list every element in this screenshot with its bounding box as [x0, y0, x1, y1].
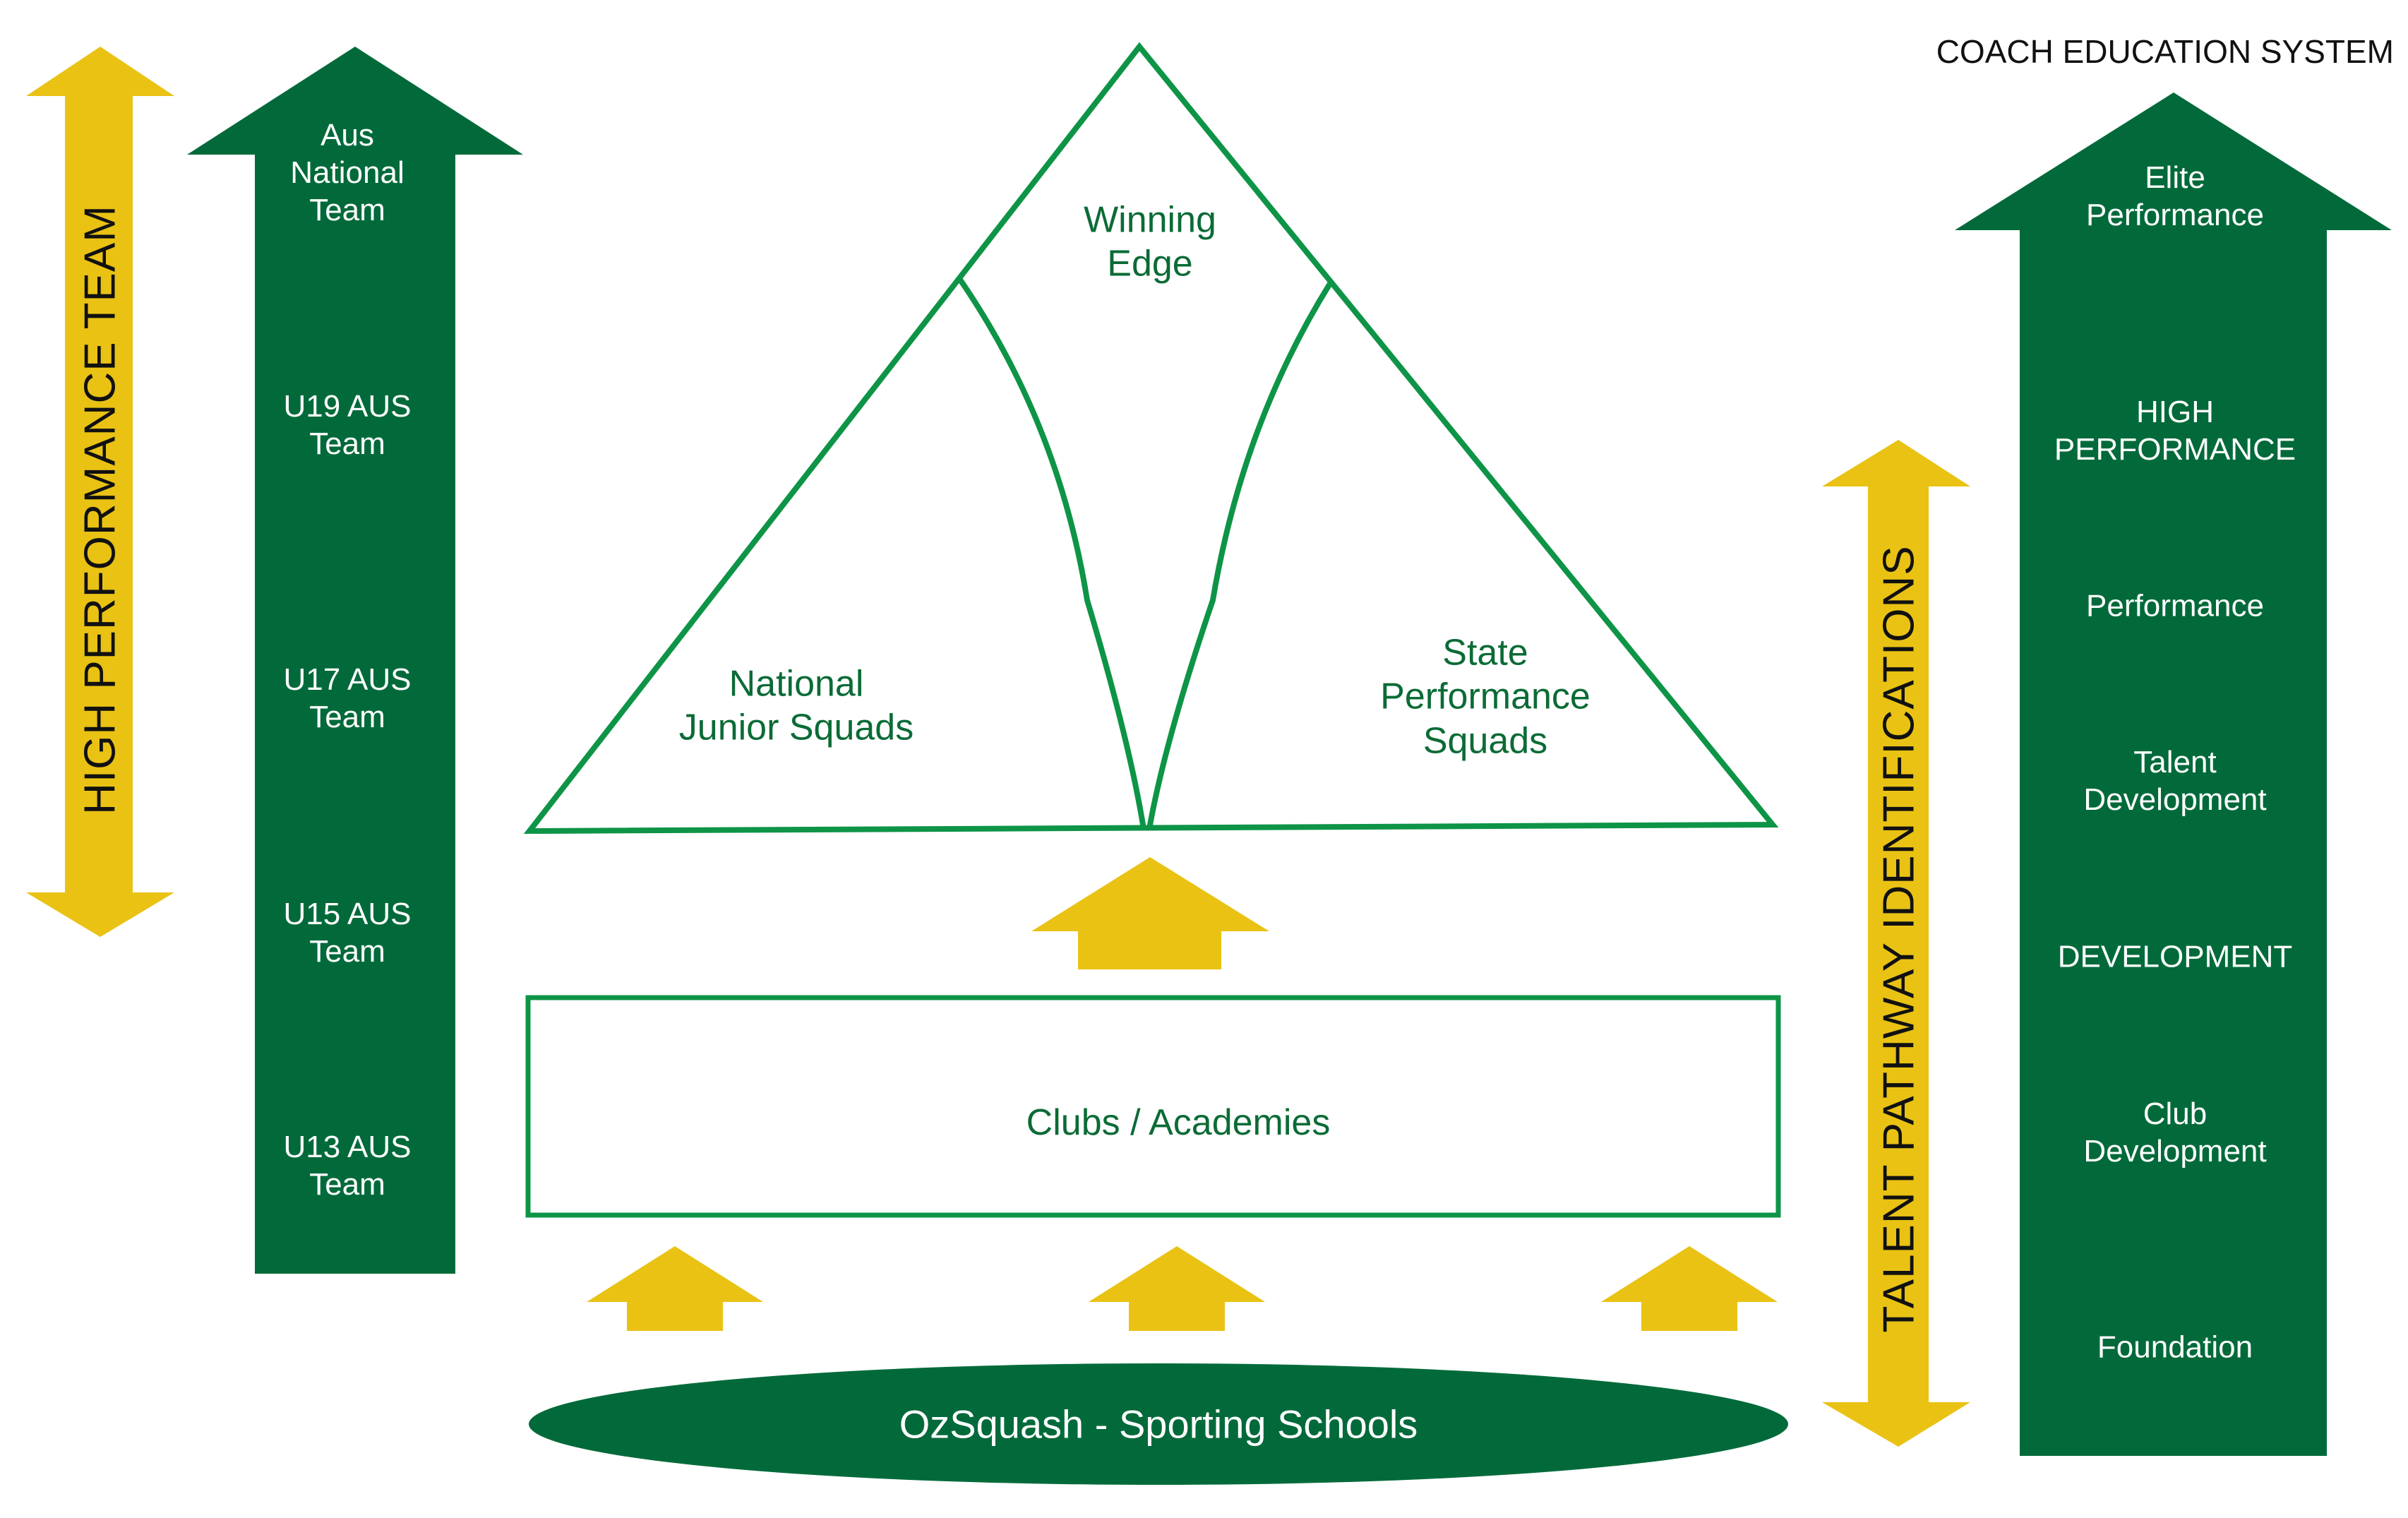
team-line: Team [309, 700, 385, 734]
pyramid-left-line: Junior Squads [678, 707, 914, 748]
pyramid-left-divider [957, 277, 1146, 830]
clubs-box [525, 995, 1781, 1218]
pyramid [523, 42, 1779, 835]
team-line: U13 AUS [283, 1130, 412, 1165]
level-line: Performance [2086, 588, 2264, 623]
pyramid-right-divider [1146, 280, 1334, 830]
high-performance-double-arrow [26, 47, 174, 937]
level-talent-development: Talent Development [2083, 744, 2266, 819]
small-up-arrow-left [587, 1246, 763, 1331]
pyramid-up-arrow [1031, 857, 1269, 969]
winning-edge-label: Winning Edge [1084, 198, 1216, 287]
clubs-academies-label: Clubs / Academies [1026, 1101, 1331, 1143]
team-progression-arrow [187, 47, 523, 1274]
level-line: Development [2083, 1134, 2267, 1169]
level-performance: Performance [2086, 588, 2264, 626]
pyramid-top-line: Edge [1107, 244, 1193, 285]
level-line: PERFORMANCE [2054, 432, 2296, 467]
level-line: Club [2143, 1096, 2208, 1132]
team-line: Team [309, 934, 385, 969]
team-u17: U17 AUS Team [284, 662, 412, 736]
team-aus-national: Aus National Team [290, 117, 404, 229]
team-u19: U19 AUS Team [284, 388, 412, 463]
level-development: DEVELOPMENT [2058, 939, 2293, 976]
team-line: National [290, 155, 405, 190]
team-line: U15 AUS [283, 897, 412, 932]
team-line: Team [309, 426, 385, 461]
team-u15: U15 AUS Team [284, 896, 412, 971]
pyramid-right-line: State [1442, 632, 1528, 674]
pyramid-right-line: Performance [1380, 676, 1591, 717]
coach-education-title: COACH EDUCATION SYSTEM [1936, 33, 2394, 70]
level-line: Development [2083, 782, 2267, 817]
team-line: Aus [321, 117, 374, 153]
level-elite-performance: Elite Performance [2086, 160, 2264, 234]
team-line: Team [309, 1167, 385, 1202]
pyramid-left-line: National [729, 663, 864, 705]
talent-pathway-label: TALENT PATHWAY IDENTIFICATIONS [1874, 545, 1924, 1333]
high-performance-team-label: HIGH PERFORMANCE TEAM [76, 205, 125, 815]
pyramid-right-line: Squads [1422, 720, 1548, 762]
sporting-schools-label: OzSquash - Sporting Schools [899, 1402, 1418, 1447]
sporting-schools-ellipse [529, 1363, 1788, 1485]
level-line: Elite [2145, 160, 2205, 196]
small-up-arrow-right [1601, 1246, 1778, 1331]
level-line: Foundation [2097, 1329, 2253, 1365]
level-line: Performance [2086, 198, 2264, 232]
national-junior-squads-label: National Junior Squads [679, 662, 914, 751]
team-line: Team [309, 192, 385, 227]
coach-education-arrow [1955, 92, 2392, 1456]
small-up-arrow-center [1089, 1246, 1265, 1331]
team-line: U17 AUS [283, 662, 412, 698]
level-line: DEVELOPMENT [2057, 939, 2293, 974]
team-u13: U13 AUS Team [284, 1129, 412, 1204]
level-line: Talent [2133, 745, 2217, 780]
state-performance-squads-label: State Performance Squads [1380, 630, 1591, 763]
level-club-development: Club Development [2083, 1096, 2266, 1171]
level-foundation: Foundation [2097, 1329, 2253, 1367]
talent-pathway-double-arrow [1822, 440, 1970, 1447]
team-line: U19 AUS [283, 389, 412, 424]
level-line: HIGH [2136, 395, 2214, 430]
pyramid-top-line: Winning [1084, 199, 1216, 241]
level-high-performance: HIGH PERFORMANCE [2054, 394, 2296, 469]
